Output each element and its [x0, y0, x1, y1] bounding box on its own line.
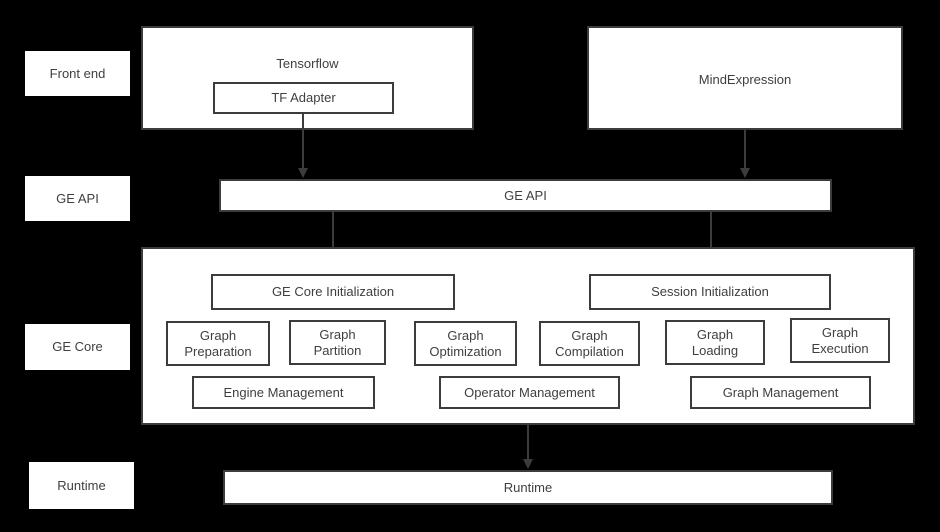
- node-graph-loading[interactable]: Graph Loading: [665, 320, 765, 365]
- node-graph-execution-line1: Graph: [821, 325, 859, 341]
- node-engine-management[interactable]: Engine Management: [192, 376, 375, 409]
- node-session-initialization[interactable]: Session Initialization: [589, 274, 831, 310]
- node-graph-optimization-line2: Optimization: [429, 343, 502, 359]
- node-engine-management-label: Engine Management: [223, 384, 344, 400]
- node-graph-management-label: Graph Management: [722, 384, 839, 400]
- node-graph-management[interactable]: Graph Management: [690, 376, 871, 409]
- node-ge-core-initialization-label: GE Core Initialization: [271, 284, 395, 300]
- tier-label-ge-api-text: GE API: [56, 190, 99, 206]
- node-graph-preparation-line1: Graph: [199, 328, 237, 344]
- node-graph-optimization-line1: Graph: [447, 328, 484, 344]
- node-graph-partition[interactable]: Graph Partition: [289, 320, 386, 365]
- tier-label-front-end-text: Front end: [49, 65, 106, 81]
- node-graph-loading-line1: Graph: [696, 327, 734, 343]
- node-graph-execution-line2: Execution: [811, 340, 869, 356]
- node-graph-execution[interactable]: Graph Execution: [790, 318, 890, 363]
- node-graph-compilation-line1: Graph: [571, 328, 608, 344]
- node-graph-compilation-line2: Compilation: [555, 343, 624, 359]
- arrow-tensorflow-to-ge-api: [298, 130, 308, 180]
- node-graph-optimization[interactable]: Graph Optimization: [414, 321, 517, 366]
- bar-runtime-label: Runtime: [503, 479, 553, 495]
- tier-label-runtime: Runtime: [29, 462, 134, 509]
- node-graph-preparation-line2: Preparation: [184, 343, 252, 359]
- node-ge-core-initialization[interactable]: GE Core Initialization: [211, 274, 455, 310]
- node-graph-compilation[interactable]: Graph Compilation: [539, 321, 640, 366]
- arrow-mindexpression-to-ge-api: [740, 130, 750, 180]
- node-graph-partition-line1: Graph: [319, 327, 356, 343]
- node-graph-loading-line2: Loading: [691, 342, 739, 358]
- bar-ge-api-label: GE API: [504, 187, 547, 203]
- node-tf-adapter-label: TF Adapter: [271, 90, 336, 106]
- tier-label-ge-core: GE Core: [25, 324, 130, 370]
- node-session-initialization-label: Session Initialization: [651, 284, 769, 300]
- tier-label-ge-api: GE API: [25, 176, 130, 221]
- node-graph-preparation[interactable]: Graph Preparation: [166, 321, 270, 366]
- node-graph-partition-line2: Partition: [313, 342, 362, 358]
- tier-label-runtime-text: Runtime: [57, 477, 106, 493]
- arrow-ge-core-to-runtime: [523, 425, 533, 471]
- node-operator-management[interactable]: Operator Management: [439, 376, 620, 409]
- bar-runtime[interactable]: Runtime: [223, 470, 833, 505]
- panel-mindexpression: MindExpression: [587, 26, 903, 130]
- node-operator-management-label: Operator Management: [464, 384, 595, 400]
- panel-tensorflow: Tensorflow: [141, 26, 474, 130]
- node-tf-adapter[interactable]: TF Adapter: [213, 82, 394, 114]
- tier-label-ge-core-text: GE Core: [52, 339, 103, 355]
- tier-label-front-end: Front end: [25, 51, 130, 96]
- bar-ge-api[interactable]: GE API: [219, 179, 832, 212]
- panel-mindexpression-title: MindExpression: [698, 72, 792, 87]
- panel-tensorflow-title: Tensorflow: [276, 56, 339, 71]
